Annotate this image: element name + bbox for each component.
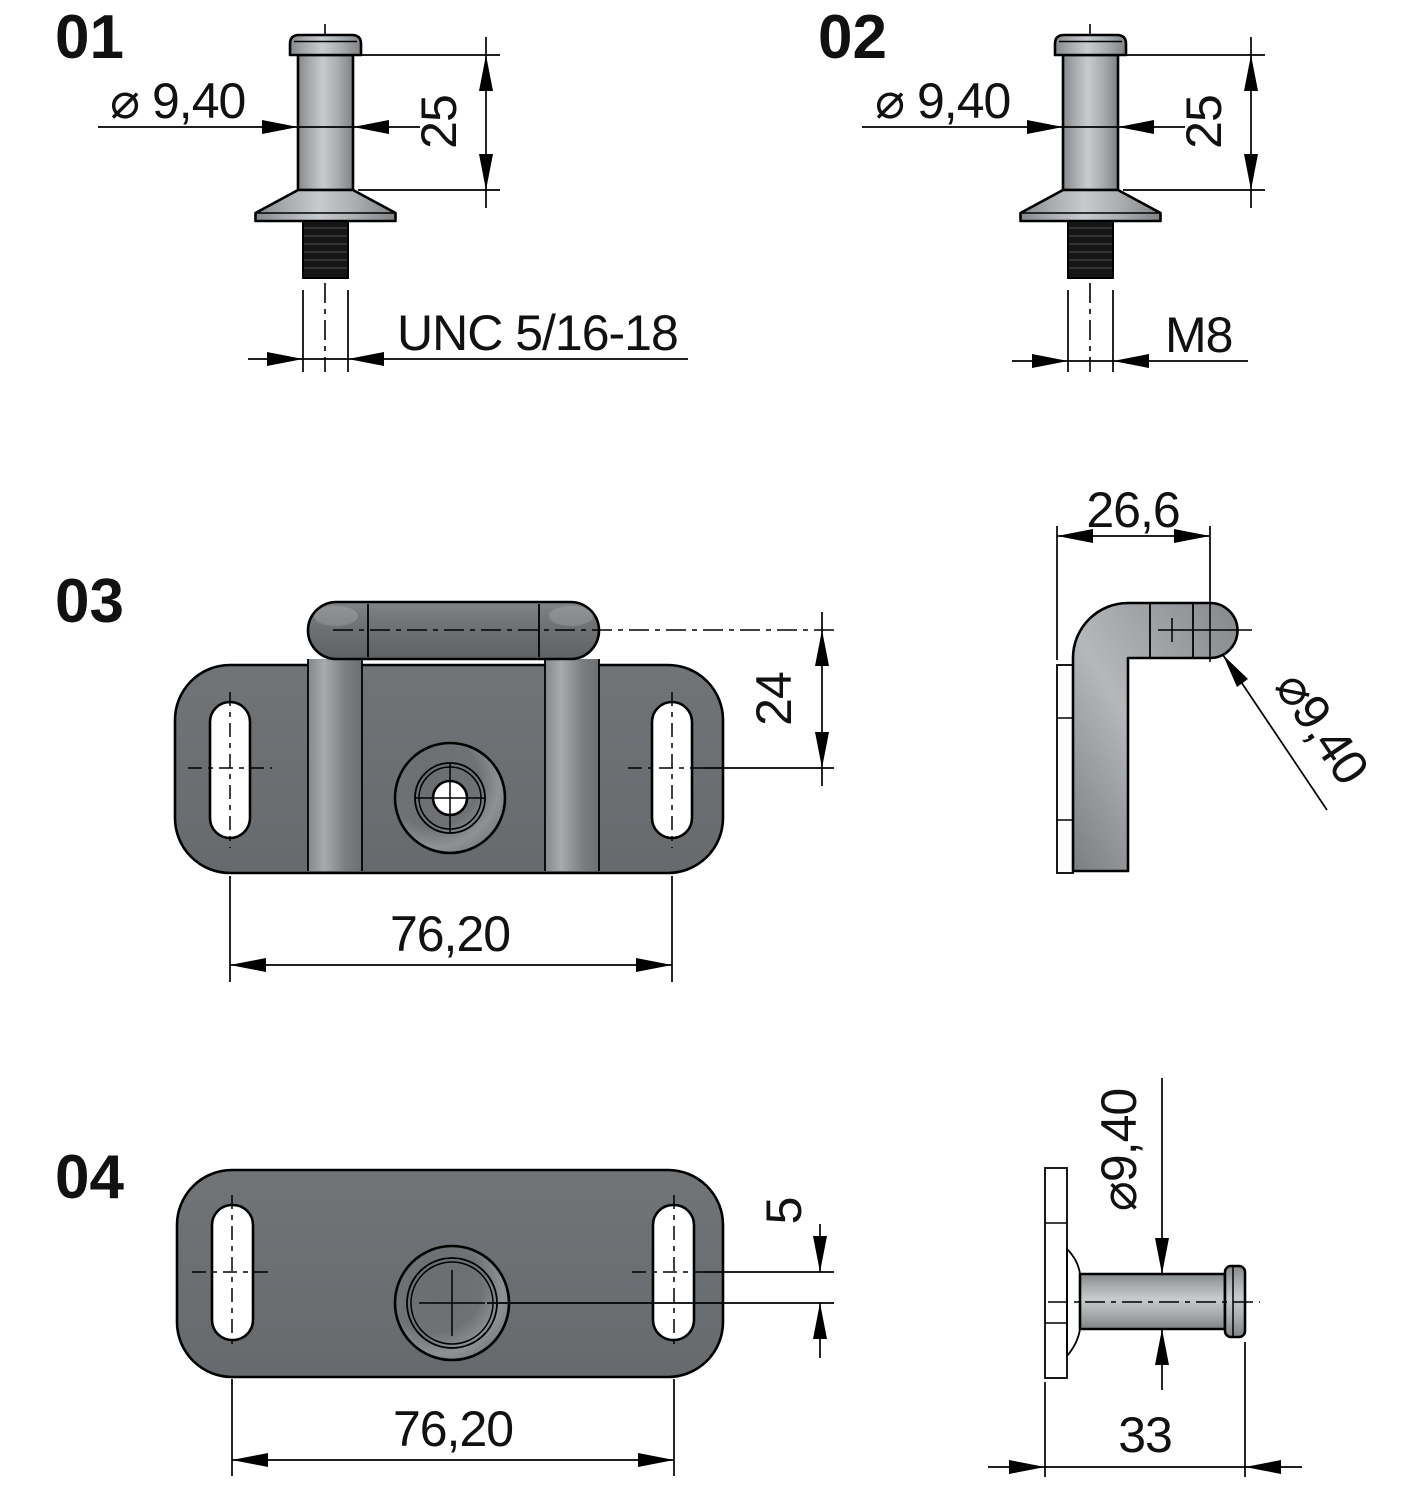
part-04-label: 04 (55, 1143, 124, 1212)
pin-shaft (1061, 53, 1120, 192)
part-04-side-view: ⌀9,40 33 (988, 1078, 1302, 1477)
height-value: 24 (746, 672, 802, 726)
pin-thread (302, 220, 349, 279)
width-value: 76,20 (390, 906, 510, 962)
diameter-value: ⌀ 9,40 (110, 73, 245, 129)
width-value: 76,20 (393, 1401, 513, 1457)
thread-value: UNC 5/16-18 (397, 305, 678, 361)
diameter-value: ⌀9,40 (1091, 1089, 1147, 1211)
center-boss (393, 741, 507, 855)
part-01-thread-dimension: UNC 5/16-18 (248, 290, 688, 372)
part-04-diameter-dimension: ⌀9,40 (1091, 1078, 1169, 1390)
bent-wire-hook (1071, 601, 1239, 873)
pin-cone-flange (254, 188, 397, 223)
part-03-side-view: 26,6 ⌀9,40 (1056, 482, 1380, 874)
pin-shaft (296, 53, 355, 192)
part-03-diameter-leader: ⌀9,40 (1222, 654, 1380, 811)
part-01-diameter-dimension: ⌀ 9,40 (98, 73, 420, 134)
part-04-length-dimension: 33 (988, 1342, 1302, 1477)
depth-value: 26,6 (1086, 482, 1179, 538)
offset-value: 5 (756, 1198, 812, 1225)
diameter-value: ⌀9,40 (1265, 661, 1380, 794)
pin-head-cap (288, 33, 363, 57)
plate-edge-strip (1044, 1167, 1068, 1379)
loop-leg-left (308, 659, 362, 871)
part-03-label: 03 (55, 567, 124, 636)
part-01-view: 01 ⌀ 9,40 (55, 3, 688, 372)
part-04-offset-dimension: 5 (756, 1198, 827, 1358)
loop-leg-right (545, 659, 599, 871)
part-03-width-dimension: 76,20 (229, 876, 673, 982)
thread-value: M8 (1165, 307, 1232, 363)
part-03-height-dimension: 24 (746, 612, 829, 786)
part-02-label: 02 (818, 3, 887, 72)
pin-cone-flange (1019, 188, 1162, 223)
pin-head-cap (1053, 33, 1128, 57)
part-01-length-dimension: 25 (358, 37, 500, 208)
part-02-length-dimension: 25 (1123, 37, 1265, 208)
diameter-value: ⌀ 9,40 (875, 73, 1010, 129)
part-02-thread-dimension: M8 (1012, 290, 1248, 372)
part-03-depth-dimension: 26,6 (1056, 482, 1211, 660)
part-02-view: 02 ⌀ 9,40 2 (818, 3, 1265, 372)
part-01-label: 01 (55, 3, 124, 72)
plate-edge-strip (1056, 664, 1074, 874)
part-04-front-view: 04 5 (55, 1143, 834, 1476)
length-value: 25 (1176, 95, 1232, 149)
part-04-width-dimension: 76,20 (231, 1379, 675, 1476)
length-value: 33 (1118, 1407, 1172, 1463)
part-03-front-view: 03 (55, 567, 834, 982)
part-02-diameter-dimension: ⌀ 9,40 (862, 73, 1185, 134)
pin-thread (1067, 220, 1114, 279)
length-value: 25 (411, 95, 467, 149)
